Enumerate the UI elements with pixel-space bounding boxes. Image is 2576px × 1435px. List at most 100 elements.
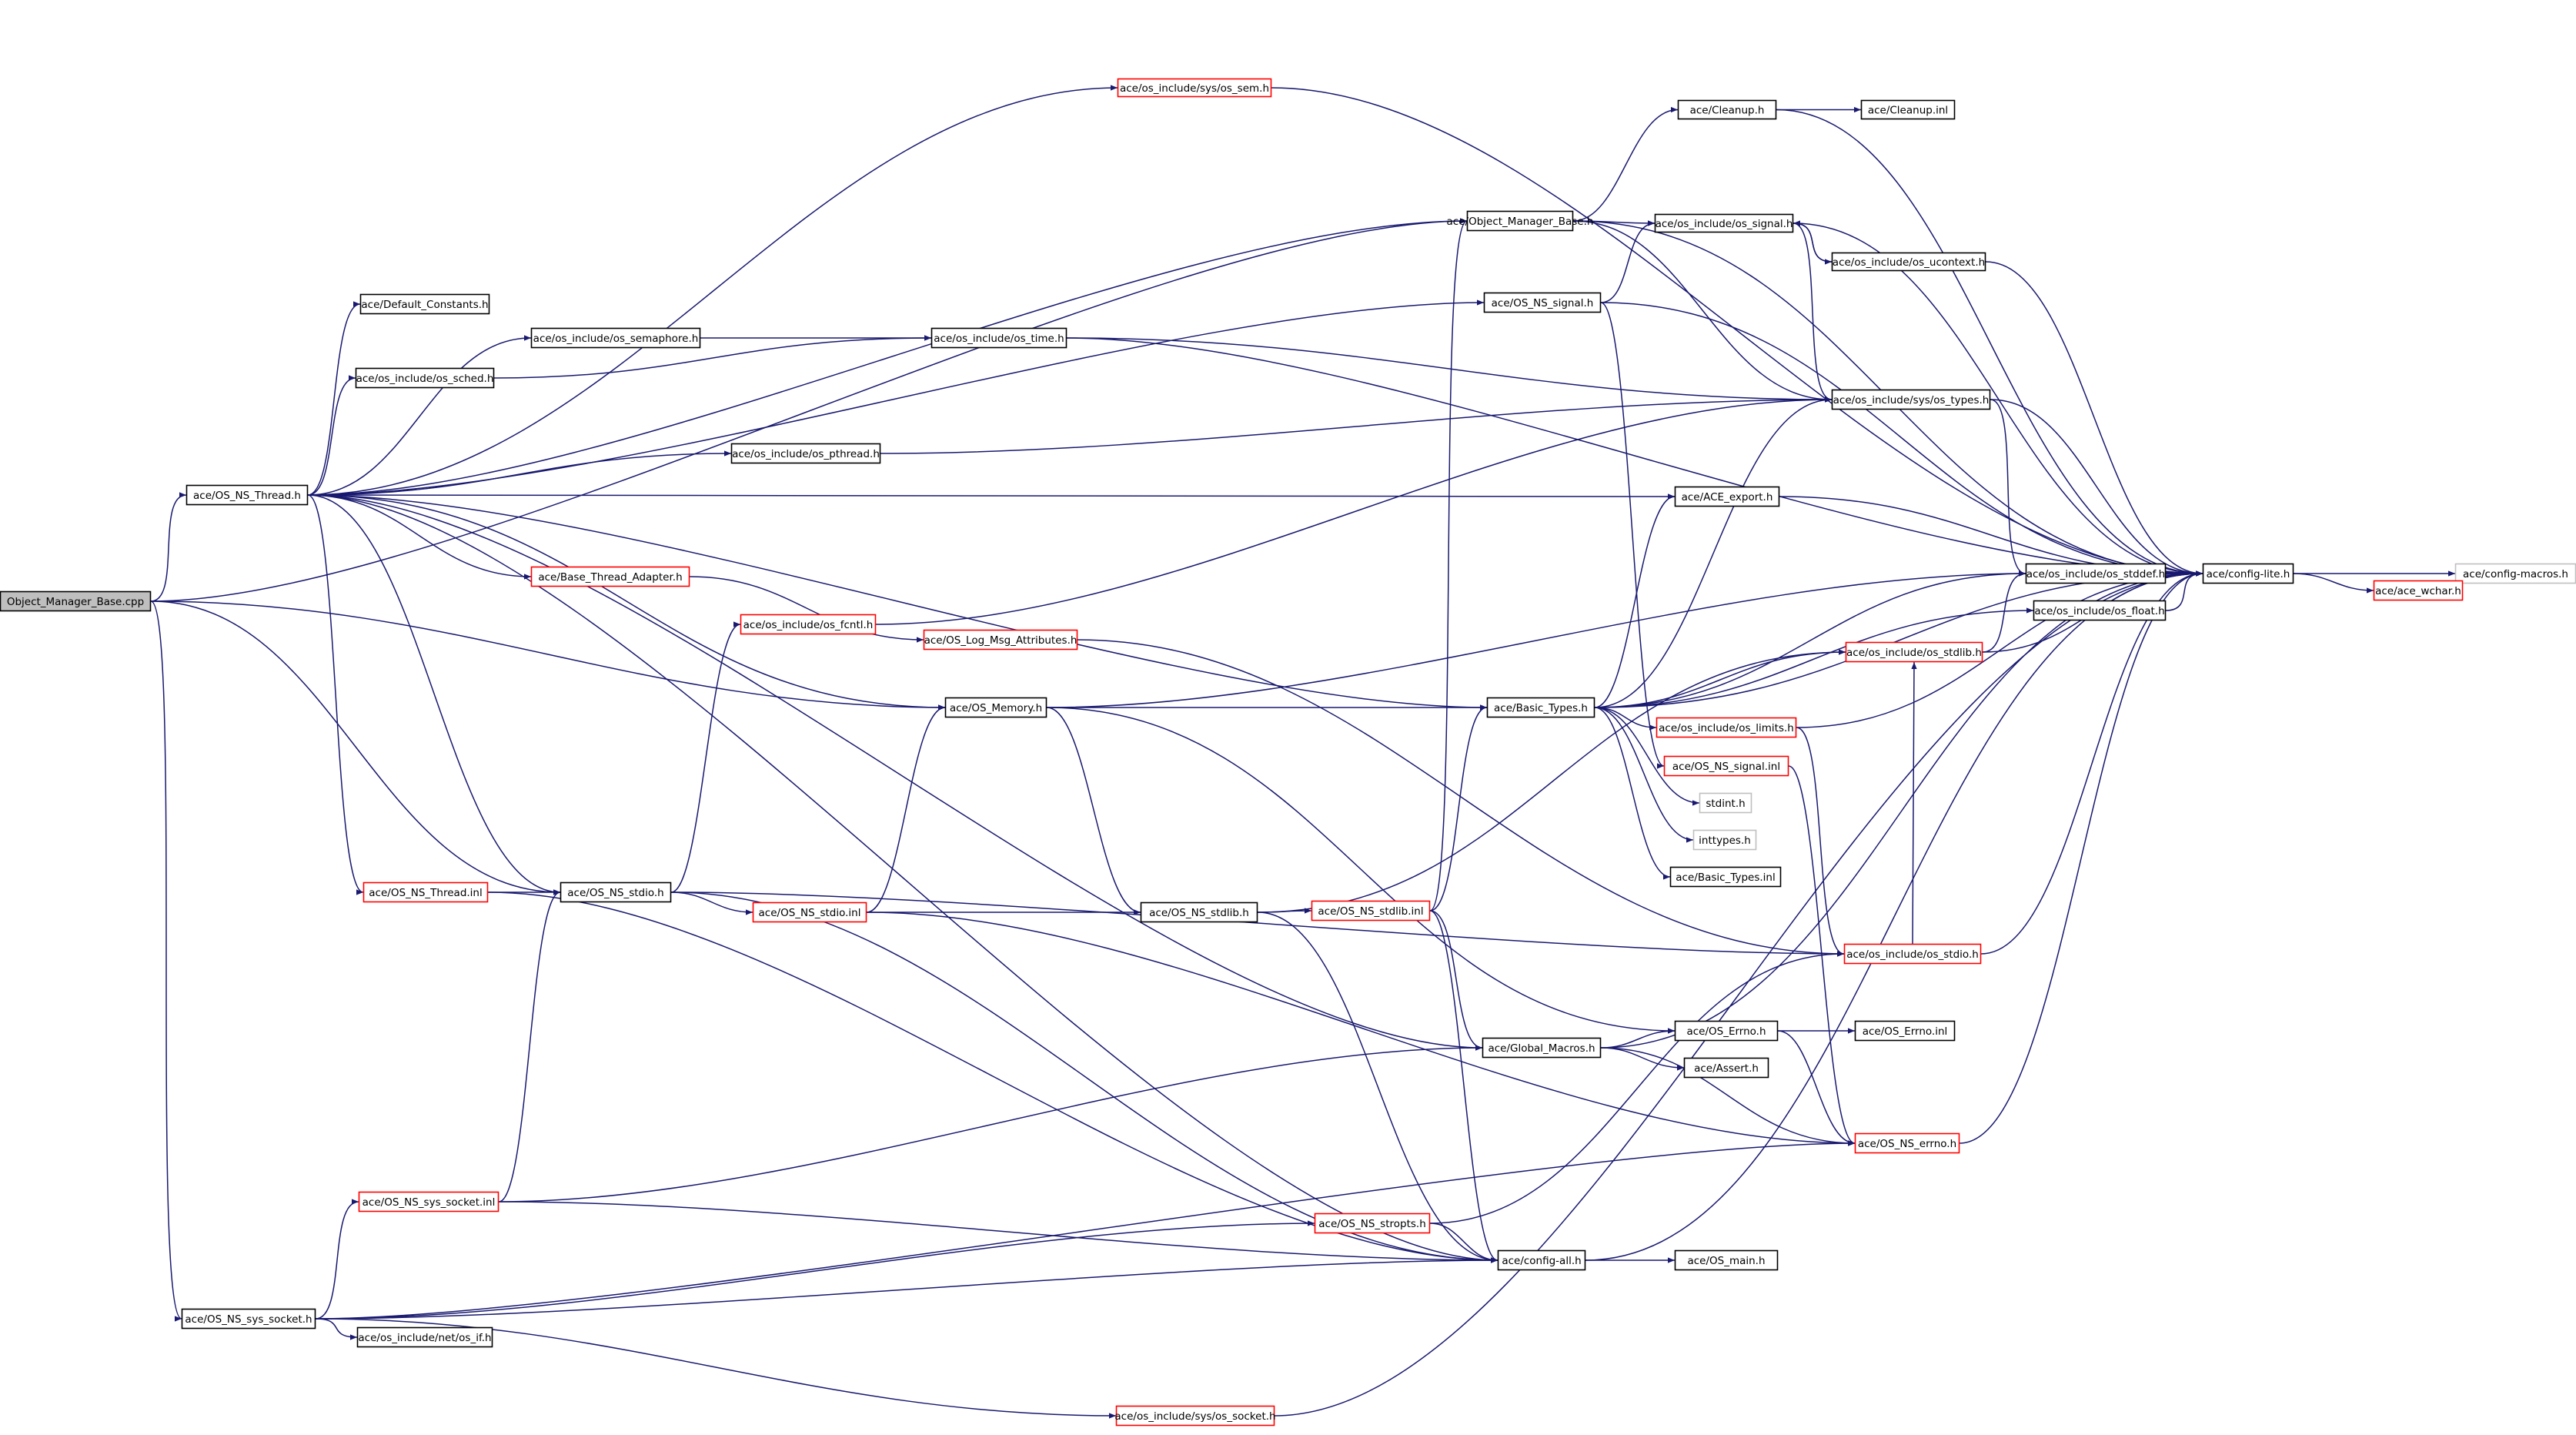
node-omb-h[interactable]: ace/Object_Manager_Base.h bbox=[1447, 210, 1594, 232]
node-os-ns-stdio-inl[interactable]: ace/OS_NS_stdio.inl bbox=[752, 901, 867, 923]
node-os-ns-signal-inl[interactable]: ace/OS_NS_signal.inl bbox=[1663, 755, 1789, 777]
node-os-ns-stdlib-inl[interactable]: ace/OS_NS_stdlib.inl bbox=[1311, 900, 1431, 922]
edge-os-ns-stdio-h-to-os-fcntl bbox=[670, 621, 741, 893]
node-box bbox=[363, 881, 489, 903]
node-os-float[interactable]: ace/os_include/os_float.h bbox=[2033, 600, 2167, 621]
edge-global-macros-to-os-ns-errno bbox=[1600, 1047, 1856, 1146]
node-os-stdlib-h[interactable]: ace/os_include/os_stdlib.h bbox=[1845, 641, 1983, 663]
node-label: ace/os_include/sys/os_types.h bbox=[1833, 394, 1990, 406]
node-os-memory[interactable]: ace/OS_Memory.h bbox=[944, 697, 1047, 718]
node-assert[interactable]: ace/Assert.h bbox=[1683, 1057, 1769, 1079]
node-box bbox=[2202, 563, 2294, 584]
node-label: ace/Basic_Types.h bbox=[1494, 702, 1588, 714]
node-global-macros[interactable]: ace/Global_Macros.h bbox=[1482, 1037, 1602, 1059]
edge-os-ns-signal-h-to-os-signal bbox=[1600, 220, 1656, 303]
node-os-ns-sys-socket-h[interactable]: ace/OS_NS_sys_socket.h bbox=[181, 1308, 316, 1330]
node-os-ns-thread-h[interactable]: ace/OS_NS_Thread.h bbox=[185, 484, 309, 506]
edge-os-ns-errno-to-config-lite bbox=[1959, 570, 2203, 1144]
edge-os-types-to-config-lite bbox=[1990, 399, 2203, 577]
edge-os-ns-sys-socket-h-to-config-all bbox=[315, 1257, 1498, 1320]
node-stdint[interactable]: stdint.h bbox=[1699, 792, 1752, 814]
node-os-errno-inl[interactable]: ace/OS_Errno.inl bbox=[1854, 1020, 1956, 1042]
node-os-ns-stdlib-h[interactable]: ace/OS_NS_stdlib.h bbox=[1140, 901, 1258, 923]
node-box bbox=[0, 590, 152, 612]
node-os-ns-signal-h[interactable]: ace/OS_NS_signal.h bbox=[1483, 292, 1602, 313]
edge-os-ns-sys-socket-h-to-os-socket bbox=[315, 1318, 1117, 1419]
node-os-ns-stdio-h[interactable]: ace/OS_NS_stdio.h bbox=[560, 881, 672, 903]
node-config-all[interactable]: ace/config-all.h bbox=[1497, 1249, 1586, 1271]
node-os-ns-thread-inl[interactable]: ace/OS_NS_Thread.inl bbox=[363, 881, 489, 903]
node-os-semaphore[interactable]: ace/os_include/os_semaphore.h bbox=[530, 327, 701, 349]
node-os-ns-errno[interactable]: ace/OS_NS_errno.h bbox=[1854, 1132, 1960, 1154]
node-box bbox=[2454, 563, 2576, 584]
edge-os-ns-stropts-to-config-all bbox=[1429, 1223, 1498, 1263]
node-ace-export[interactable]: ace/ACE_export.h bbox=[1674, 486, 1780, 507]
edge-os-ns-stdio-inl-to-os-memory bbox=[866, 704, 946, 913]
edge-os-ns-stdio-h-to-os-ns-stdio-inl bbox=[670, 891, 753, 915]
node-box bbox=[560, 881, 672, 903]
node-box bbox=[931, 327, 1067, 349]
node-os-sched[interactable]: ace/os_include/os_sched.h bbox=[355, 367, 495, 389]
node-os-types[interactable]: ace/os_include/sys/os_types.h bbox=[1831, 389, 1991, 410]
edge-os-ns-stdlib-h-to-os-stdlib-h bbox=[1257, 649, 1846, 913]
node-os-stddef[interactable]: ace/os_include/os_stddef.h bbox=[2025, 563, 2167, 584]
node-os-main[interactable]: ace/OS_main.h bbox=[1674, 1249, 1779, 1271]
node-label: ace/OS_NS_Thread.h bbox=[193, 490, 301, 502]
node-inttypes[interactable]: inttypes.h bbox=[1692, 829, 1757, 851]
node-box bbox=[181, 1308, 316, 1330]
node-cleanup[interactable]: ace/Cleanup.h bbox=[1677, 99, 1777, 120]
node-label: ace/Base_Thread_Adapter.h bbox=[538, 571, 682, 584]
node-os-if[interactable]: ace/os_include/net/os_if.h bbox=[356, 1326, 493, 1348]
edge-omb-h-to-os-types bbox=[1572, 220, 1833, 403]
node-os-ns-stropts[interactable]: ace/OS_NS_stropts.h bbox=[1314, 1213, 1431, 1234]
node-box bbox=[1117, 78, 1272, 98]
node-label: ace/Global_Macros.h bbox=[1488, 1042, 1595, 1055]
edge-os-memory-to-os-ns-stdlib-h bbox=[1046, 707, 1141, 915]
node-label: ace/Basic_Types.inl bbox=[1676, 871, 1775, 884]
node-base-thread-adapter[interactable]: ace/Base_Thread_Adapter.h bbox=[530, 566, 690, 587]
node-box bbox=[1692, 829, 1757, 851]
node-label: ace/os_include/os_pthread.h bbox=[732, 448, 880, 460]
node-log-msg-attr[interactable]: ace/OS_Log_Msg_Attributes.h bbox=[923, 629, 1078, 651]
edge-os-fcntl-to-os-types bbox=[875, 396, 1833, 625]
node-label: ace/config-all.h bbox=[1502, 1255, 1581, 1267]
node-os-sem[interactable]: ace/os_include/sys/os_sem.h bbox=[1117, 78, 1272, 98]
node-os-signal[interactable]: ace/os_include/os_signal.h bbox=[1654, 213, 1794, 233]
node-os-ns-sys-socket-inl[interactable]: ace/OS_NS_sys_socket.inl bbox=[358, 1191, 499, 1213]
node-box bbox=[1674, 1020, 1779, 1042]
node-os-ucontext[interactable]: ace/os_include/os_ucontext.h bbox=[1831, 252, 1986, 272]
edge-os-ns-thread-h-to-omb-h bbox=[307, 218, 1468, 496]
node-os-pthread[interactable]: ace/os_include/os_pthread.h bbox=[730, 443, 881, 464]
edge-os-signal-to-os-types bbox=[1793, 222, 1833, 403]
node-config-lite[interactable]: ace/config-lite.h bbox=[2202, 563, 2294, 584]
node-root[interactable]: Object_Manager_Base.cpp bbox=[0, 590, 152, 612]
node-os-stdio[interactable]: ace/os_include/os_stdio.h bbox=[1843, 943, 1982, 965]
node-default-constants[interactable]: ace/Default_Constants.h bbox=[359, 293, 490, 315]
node-label: ace/OS_NS_sys_socket.h bbox=[185, 1313, 312, 1326]
node-box bbox=[1845, 641, 1983, 663]
edge-os-ns-stdio-h-to-os-stdio bbox=[670, 891, 1845, 957]
node-box bbox=[1854, 1020, 1956, 1042]
node-os-time[interactable]: ace/os_include/os_time.h bbox=[931, 327, 1067, 349]
edge-root-to-omb-h bbox=[150, 218, 1468, 602]
edge-os-ns-sys-socket-inl-to-os-ns-stdio-h bbox=[498, 889, 561, 1203]
node-label: ace/os_include/sys/os_sem.h bbox=[1120, 82, 1269, 95]
node-os-errno-h[interactable]: ace/OS_Errno.h bbox=[1674, 1020, 1779, 1042]
node-ace-wchar[interactable]: ace/ace_wchar.h bbox=[2373, 580, 2464, 601]
node-cleanup-inl[interactable]: ace/Cleanup.inl bbox=[1860, 99, 1956, 120]
node-box bbox=[923, 629, 1078, 651]
node-os-limits[interactable]: ace/os_include/os_limits.h bbox=[1656, 717, 1797, 738]
edge-os-ns-stdio-inl-to-os-ns-errno bbox=[866, 912, 1856, 1146]
node-label: ace/os_include/os_fcntl.h bbox=[743, 619, 874, 631]
edge-os-ns-thread-h-to-os-memory bbox=[307, 494, 946, 711]
node-basic-types-inl[interactable]: ace/Basic_Types.inl bbox=[1669, 866, 1782, 888]
node-os-fcntl[interactable]: ace/os_include/os_fcntl.h bbox=[740, 614, 877, 635]
node-box bbox=[1663, 755, 1789, 777]
node-basic-types[interactable]: ace/Basic_Types.h bbox=[1486, 697, 1595, 718]
node-os-socket[interactable]: ace/os_include/sys/os_socket.h bbox=[1114, 1405, 1276, 1427]
node-label: ace/OS_NS_stdlib.inl bbox=[1318, 905, 1423, 918]
edge-root-to-os-ns-thread-h bbox=[150, 492, 187, 602]
node-label: ace/Cleanup.h bbox=[1690, 105, 1765, 117]
node-label: ace/os_include/os_sched.h bbox=[356, 373, 494, 385]
node-config-macros[interactable]: ace/config-macros.h bbox=[2454, 563, 2576, 584]
